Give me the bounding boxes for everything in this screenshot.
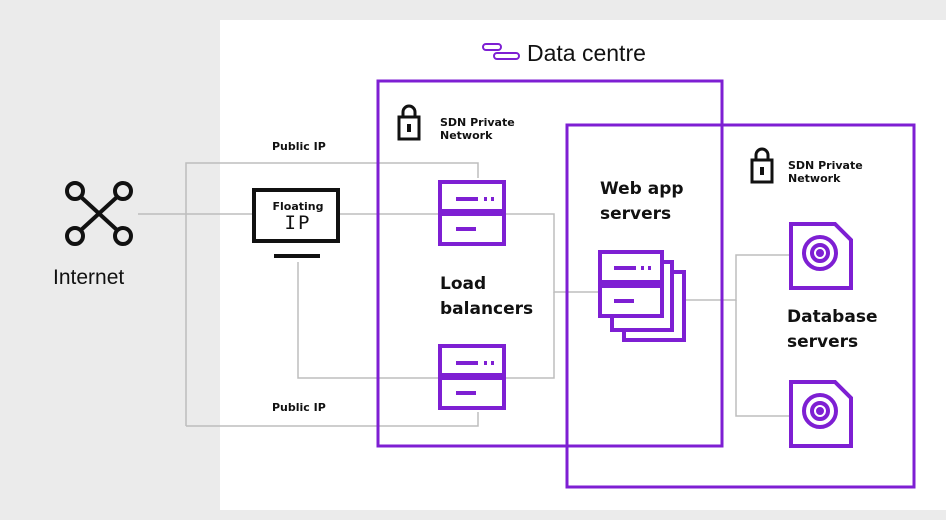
sdn-network-2-label-line1: SDN Private bbox=[788, 159, 863, 172]
web-to-database-line bbox=[684, 254, 790, 301]
sdn-network-box-2 bbox=[565, 123, 916, 489]
lock-icon bbox=[397, 104, 421, 141]
internet-hub-icon bbox=[65, 181, 133, 246]
load-balancers-label-line1: Load bbox=[440, 274, 487, 294]
public-ip-bottom-label: Public IP bbox=[272, 401, 326, 414]
disk-icon bbox=[789, 380, 853, 448]
public-ip-top-label: Public IP bbox=[272, 140, 326, 153]
diagram-title: Data centre bbox=[527, 40, 646, 66]
database-servers-label-line1: Database bbox=[787, 307, 878, 327]
server-stack-icon bbox=[598, 250, 686, 342]
server-icon bbox=[438, 344, 506, 410]
sdn-network-1-label-line2: Network bbox=[440, 129, 493, 142]
load-balancers-label-line2: balancers bbox=[440, 299, 534, 319]
web-app-servers-label-line2: servers bbox=[600, 204, 672, 224]
public-ip-top-line bbox=[185, 162, 479, 426]
web-to-database-line-2 bbox=[735, 300, 790, 417]
disk-icon bbox=[789, 222, 853, 290]
sdn-network-1-label-line1: SDN Private bbox=[440, 116, 515, 129]
internet-label: Internet bbox=[53, 266, 125, 289]
web-app-servers-label-line1: Web app bbox=[600, 179, 684, 199]
database-servers-label-line2: servers bbox=[787, 332, 859, 352]
public-ip-bottom-line bbox=[186, 412, 479, 427]
lock-icon bbox=[750, 147, 774, 184]
floating-ip-to-bottom-balancer-line bbox=[297, 262, 555, 379]
network-icon bbox=[482, 43, 520, 60]
floating-ip-line1: Floating bbox=[272, 200, 324, 213]
monitor-icon bbox=[252, 188, 340, 258]
sdn-network-box-1 bbox=[376, 79, 724, 448]
sdn-network-2-label-line2: Network bbox=[788, 172, 841, 185]
floating-ip-line2: IP bbox=[284, 212, 312, 234]
server-icon bbox=[438, 180, 506, 246]
